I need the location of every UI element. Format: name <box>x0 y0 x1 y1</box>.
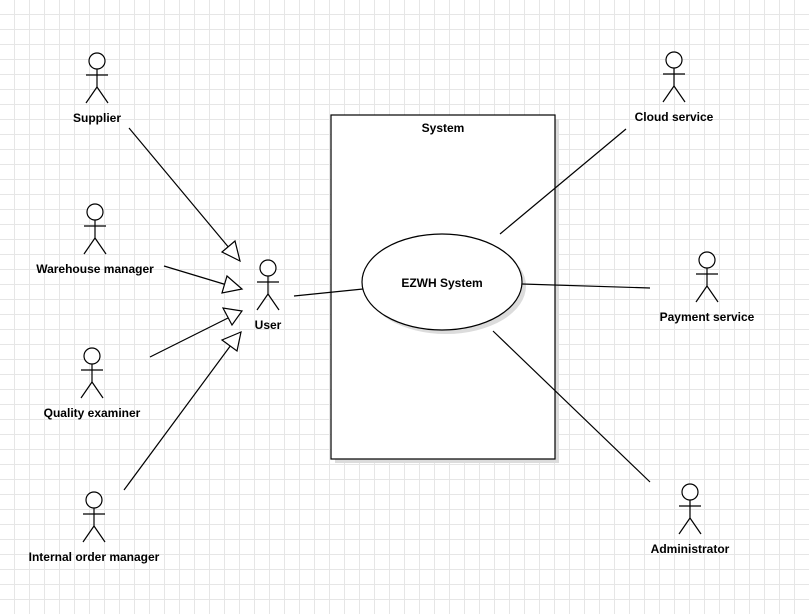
generalization-line <box>123 344 232 491</box>
actor-payment-service[interactable]: Payment service <box>660 251 755 324</box>
actor-label: Payment service <box>660 310 755 324</box>
association-user[interactable] <box>293 288 364 297</box>
actor-internal-order-manager[interactable]: Internal order manager <box>29 491 160 564</box>
actor-administrator[interactable]: Administrator <box>651 483 730 556</box>
stick-figure-icon <box>82 491 106 543</box>
stick-figure-icon <box>256 259 280 311</box>
stick-figure-icon <box>85 52 109 104</box>
generalization-supplier[interactable] <box>128 127 241 263</box>
stick-figure-icon <box>83 203 107 255</box>
use-case-label: EZWH System <box>401 276 482 290</box>
actor-label: Warehouse manager <box>36 262 154 276</box>
actor-user[interactable]: User <box>255 259 282 332</box>
actor-label: Cloud service <box>635 110 714 124</box>
actor-cloud-service[interactable]: Cloud service <box>635 51 714 124</box>
system-boundary-label: System <box>422 121 465 135</box>
association-administrator[interactable] <box>492 330 651 483</box>
actor-warehouse-manager[interactable]: Warehouse manager <box>36 203 154 276</box>
hollow-arrowhead-icon <box>220 239 241 263</box>
hollow-arrowhead-icon <box>221 274 244 294</box>
hollow-arrowhead-icon <box>220 331 242 353</box>
stick-figure-icon <box>662 51 686 103</box>
actor-label: User <box>255 318 282 332</box>
actor-label: Administrator <box>651 542 730 556</box>
stick-figure-icon <box>695 251 719 303</box>
generalization-internal-order-manager[interactable] <box>123 331 242 491</box>
generalization-line <box>163 265 228 286</box>
generalization-line <box>149 317 229 358</box>
hollow-arrowhead-icon <box>221 307 244 327</box>
actor-supplier[interactable]: Supplier <box>73 52 121 125</box>
generalization-quality-examiner[interactable] <box>149 307 244 358</box>
generalization-warehouse-manager[interactable] <box>163 265 244 294</box>
use-case-ellipse <box>361 233 523 331</box>
stick-figure-icon <box>80 347 104 399</box>
actor-label: Supplier <box>73 111 121 125</box>
actor-label: Quality examiner <box>44 406 141 420</box>
actor-label: Internal order manager <box>29 550 160 564</box>
generalization-line <box>128 127 231 250</box>
use-case-ezwh-system[interactable]: EZWH System <box>361 233 526 334</box>
actor-quality-examiner[interactable]: Quality examiner <box>44 347 141 420</box>
association-cloud-service[interactable] <box>499 128 627 235</box>
association-payment-service[interactable] <box>521 283 651 289</box>
stick-figure-icon <box>678 483 702 535</box>
